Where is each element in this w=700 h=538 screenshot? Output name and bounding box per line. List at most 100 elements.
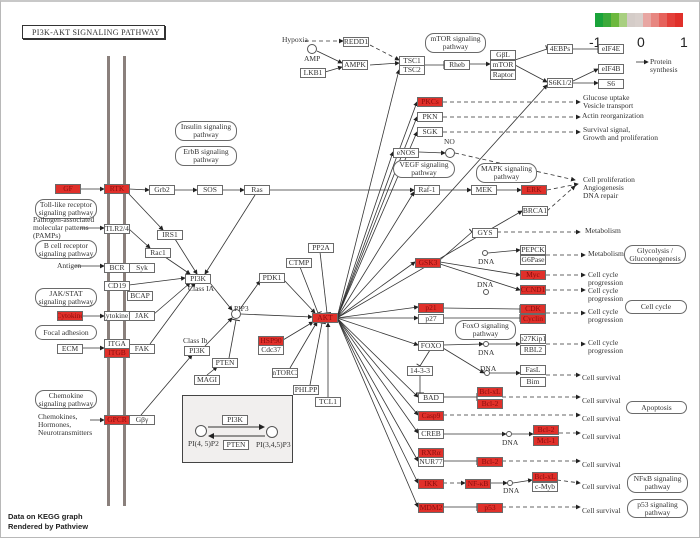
- gene-node-ikk[interactable]: IKK: [418, 479, 444, 489]
- gene-node-bcap[interactable]: BCAP: [127, 291, 153, 301]
- gene-node-cyclin[interactable]: Cyclin: [520, 314, 546, 324]
- gene-node-gsk3[interactable]: GSK3: [415, 258, 441, 268]
- gene-node-pp2a[interactable]: PP2A: [308, 243, 334, 253]
- gene-node-tcl1[interactable]: TCL1: [315, 397, 341, 407]
- gene-node-pkn[interactable]: PKN: [417, 112, 443, 122]
- gene-node-phlpp[interactable]: PHLPP: [293, 385, 319, 395]
- gene-node-mdm2[interactable]: MDM2: [418, 503, 444, 513]
- gene-node-lkb1[interactable]: LKB1: [300, 68, 326, 78]
- gene-node-myc[interactable]: Myc: [520, 270, 546, 280]
- gene-node-ras[interactable]: Ras: [244, 185, 270, 195]
- gene-node-4ebps[interactable]: 4EBPs: [547, 44, 573, 54]
- gene-node-fak[interactable]: FAK: [129, 344, 155, 354]
- pathway-link-jak[interactable]: JAK/STAT signaling pathway: [35, 288, 97, 307]
- gene-node-gpcr[interactable]: GPCR: [104, 415, 130, 425]
- gene-node-cytokine[interactable]: Cytokine: [57, 311, 83, 321]
- gene-node-cd19[interactable]: CD19: [104, 281, 130, 291]
- pathway-link-mapk[interactable]: MAPK signaling pathway: [476, 163, 537, 183]
- pathway-link-insulin[interactable]: Insulin signaling pathway: [175, 121, 237, 141]
- gene-node-redd1[interactable]: REDD1: [343, 37, 369, 47]
- gene-node-pi3k1[interactable]: PI3K: [185, 274, 211, 284]
- gene-node-cytokiner[interactable]: CytokineR: [104, 311, 130, 321]
- gene-node-eif4e[interactable]: eIF4E: [598, 44, 624, 54]
- gene-node-mtorc2[interactable]: mTORC2: [272, 368, 298, 378]
- gene-node-eif4b[interactable]: eIF4B: [598, 64, 624, 74]
- gene-node-pi3k2[interactable]: PI3K: [184, 346, 210, 356]
- gene-node-nur77[interactable]: NUR77: [418, 457, 444, 467]
- gene-node-gf[interactable]: GF: [55, 184, 81, 194]
- gene-node-casp9[interactable]: Casp9: [418, 411, 444, 421]
- gene-node-sos[interactable]: SOS: [197, 185, 223, 195]
- gene-node-akt[interactable]: AKT: [312, 313, 338, 323]
- gene-node-s6k12[interactable]: S6K1/2: [547, 78, 573, 88]
- gene-node-s6[interactable]: S6: [598, 79, 624, 89]
- gene-node-bad[interactable]: BAD: [418, 393, 444, 403]
- gene-node-rheb[interactable]: Rheb: [444, 60, 470, 70]
- gene-node-rtk[interactable]: RTK: [104, 184, 130, 194]
- gene-node-creb[interactable]: CREB: [418, 429, 444, 439]
- gene-node-jak[interactable]: JAK: [129, 311, 155, 321]
- pathway-link-cellcycle[interactable]: Cell cycle: [625, 300, 687, 314]
- gene-node-bclxl1[interactable]: Bcl-xL: [477, 387, 503, 397]
- gene-node-nfkb[interactable]: NF-κB: [465, 479, 491, 489]
- gene-node-insetpi3k[interactable]: PI3K: [222, 415, 248, 425]
- gene-node-bcl2c[interactable]: Bcl-2: [477, 457, 503, 467]
- pathway-link-nfkb[interactable]: NFκB signaling pathway: [627, 473, 688, 493]
- gene-node-gby[interactable]: Gβγ: [129, 415, 155, 425]
- gene-node-enos[interactable]: eNOS: [393, 148, 419, 158]
- gene-node-gbl[interactable]: GβL: [490, 50, 516, 60]
- pathway-link-p53path[interactable]: p53 signaling pathway: [627, 499, 688, 518]
- gene-node-cmyb[interactable]: c-Myb: [532, 482, 558, 492]
- pathway-link-glyco[interactable]: Glycolysis / Gluconeogenesis: [624, 245, 686, 264]
- gene-node-raptor[interactable]: Raptor: [490, 70, 516, 80]
- gene-node-irs1[interactable]: IRS1: [157, 230, 183, 240]
- gene-node-rbl2[interactable]: RBL2: [520, 345, 546, 355]
- gene-node-gys[interactable]: GYS: [472, 228, 498, 238]
- pathway-link-chemokine[interactable]: Chemokine signaling pathway: [35, 390, 97, 409]
- gene-node-mtor[interactable]: mTOR: [490, 60, 516, 70]
- gene-node-tlr24[interactable]: TLR2/4: [104, 224, 130, 234]
- gene-node-g6pase[interactable]: G6Pase: [520, 255, 546, 265]
- gene-node-1433[interactable]: 14-3-3: [407, 366, 433, 376]
- gene-node-foxo[interactable]: FOXO: [418, 341, 444, 351]
- gene-node-itgb[interactable]: ITGB: [104, 348, 130, 358]
- gene-node-ecm[interactable]: ECM: [57, 344, 83, 354]
- gene-node-mcl1[interactable]: Mcl-1: [533, 436, 559, 446]
- gene-node-magi[interactable]: MAGI: [194, 375, 220, 385]
- gene-node-pepck[interactable]: PEPCK: [520, 245, 546, 255]
- pathway-link-apoptosis[interactable]: Apoptosis: [626, 401, 687, 414]
- gene-node-raf1[interactable]: Raf-1: [414, 185, 440, 195]
- gene-node-brca1[interactable]: BRCA1: [522, 206, 548, 216]
- gene-node-rac1[interactable]: Rac1: [145, 248, 171, 258]
- pathway-link-bcell[interactable]: B cell receptor signaling pathway: [35, 240, 97, 259]
- gene-node-pdk1[interactable]: PDK1: [259, 273, 285, 283]
- gene-node-syk[interactable]: Syk: [129, 263, 155, 273]
- pathway-link-focal[interactable]: Focal adhesion: [35, 325, 97, 340]
- gene-node-cdk[interactable]: CDK: [520, 304, 546, 314]
- gene-node-bcr[interactable]: BCR: [104, 263, 130, 273]
- gene-node-p21[interactable]: p21: [418, 303, 444, 313]
- gene-node-sgk[interactable]: SGK: [417, 127, 443, 137]
- gene-node-erk[interactable]: ERK: [521, 185, 547, 195]
- pathway-link-mtor[interactable]: mTOR signaling pathway: [425, 33, 486, 53]
- gene-node-insetpten[interactable]: PTEN: [223, 440, 249, 450]
- gene-node-mek[interactable]: MEK: [471, 185, 497, 195]
- gene-node-pten[interactable]: PTEN: [212, 358, 238, 368]
- gene-node-bim[interactable]: Bim: [520, 377, 546, 387]
- gene-node-p27[interactable]: p27: [418, 314, 444, 324]
- gene-node-cdc37[interactable]: Cdc37: [258, 345, 284, 355]
- pathway-link-vegf[interactable]: VEGF signaling pathway: [393, 160, 455, 178]
- gene-node-ccnd1[interactable]: CCND1: [520, 285, 546, 295]
- gene-node-ampk[interactable]: AMPK: [342, 60, 368, 70]
- gene-node-fasl[interactable]: FasL: [520, 365, 546, 375]
- gene-node-ctmp[interactable]: CTMP: [286, 258, 312, 268]
- gene-node-tsc2[interactable]: TSC2: [399, 65, 425, 75]
- gene-node-p53[interactable]: p53: [477, 503, 503, 513]
- pathway-link-foxo[interactable]: FoxO signaling pathway: [455, 320, 516, 340]
- gene-node-grb2[interactable]: Grb2: [149, 185, 175, 195]
- gene-node-bcl2a[interactable]: Bcl-2: [477, 399, 503, 409]
- gene-node-pkcs[interactable]: PKCs: [417, 97, 443, 107]
- pathway-link-erbb[interactable]: ErbB signaling pathway: [175, 146, 237, 166]
- gene-node-bclxl2[interactable]: Bcl-xL: [532, 472, 558, 482]
- gene-node-p27kip1[interactable]: p27Kip1: [520, 334, 546, 344]
